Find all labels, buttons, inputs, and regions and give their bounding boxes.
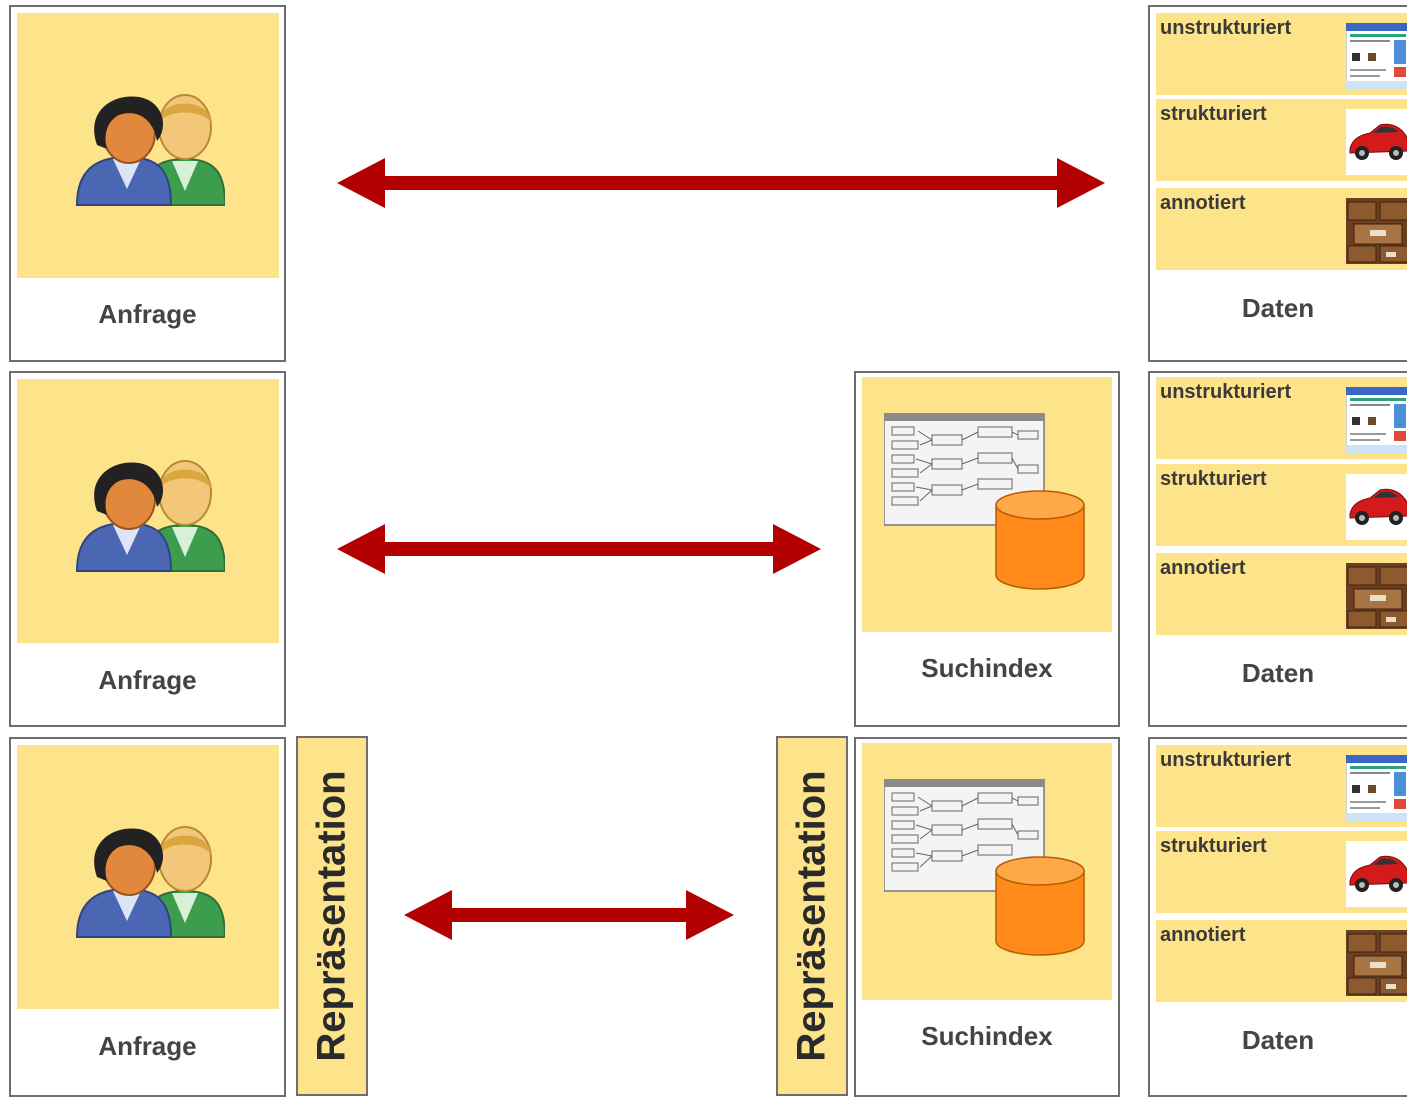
- data-kind-label: unstrukturiert: [1160, 17, 1292, 39]
- users-icon: [75, 87, 225, 207]
- data-kind-label: annotiert: [1160, 557, 1246, 579]
- query-panel: Anfrage: [9, 5, 286, 362]
- representation-bar-right: Repräsentation: [776, 736, 848, 1096]
- index-panel: Suchindex: [854, 371, 1120, 727]
- data-kind-label: unstrukturiert: [1160, 749, 1292, 771]
- car-thumbnail: [1346, 841, 1407, 907]
- data-strip-annotated: annotiert: [1156, 920, 1407, 1002]
- data-label: Daten: [1241, 293, 1315, 323]
- data-strip-unstructured: unstrukturiert: [1156, 377, 1407, 459]
- index-panel: Suchindex: [854, 737, 1120, 1097]
- data-strip-unstructured: unstrukturiert: [1156, 745, 1407, 827]
- data-strip-annotated: annotiert: [1156, 553, 1407, 635]
- filing-cabinet-thumbnail: [1346, 198, 1407, 264]
- data-label: Daten: [1241, 658, 1315, 688]
- webpage-thumbnail: [1346, 755, 1407, 821]
- representation-label: Repräsentation: [309, 770, 354, 1062]
- data-strip-structured: strukturiert: [1156, 99, 1407, 181]
- car-thumbnail: [1346, 109, 1407, 175]
- database-icon: [884, 413, 1094, 593]
- data-kind-label: strukturiert: [1160, 835, 1267, 857]
- data-kind-label: strukturiert: [1160, 468, 1267, 490]
- query-label: Anfrage: [98, 299, 197, 329]
- data-kind-label: annotiert: [1160, 192, 1246, 214]
- data-strip-structured: strukturiert: [1156, 831, 1407, 913]
- query-panel: Anfrage: [9, 371, 286, 727]
- data-strip-unstructured: unstrukturiert: [1156, 13, 1407, 95]
- data-strip-annotated: annotiert: [1156, 188, 1407, 270]
- query-label: Anfrage: [98, 665, 197, 695]
- data-label: Daten: [1241, 1025, 1315, 1055]
- double-arrow-query-to-data: [337, 158, 1105, 208]
- representation-bar-left: Repräsentation: [296, 736, 368, 1096]
- users-icon: [75, 453, 225, 573]
- filing-cabinet-thumbnail: [1346, 563, 1407, 629]
- webpage-thumbnail: [1346, 23, 1407, 89]
- double-arrow-query-to-index: [337, 524, 821, 574]
- representation-label: Repräsentation: [789, 770, 834, 1062]
- index-label: Suchindex: [921, 653, 1053, 683]
- database-icon: [884, 779, 1094, 959]
- filing-cabinet-thumbnail: [1346, 930, 1407, 996]
- webpage-thumbnail: [1346, 387, 1407, 453]
- data-kind-label: annotiert: [1160, 924, 1246, 946]
- users-icon: [75, 819, 225, 939]
- car-thumbnail: [1346, 474, 1407, 540]
- data-strip-structured: strukturiert: [1156, 464, 1407, 546]
- data-panel: unstrukturiert strukturiert annotiert Da…: [1148, 371, 1407, 727]
- double-arrow-representations: [404, 890, 734, 940]
- query-label: Anfrage: [98, 1031, 197, 1061]
- data-panel: unstrukturiert strukturiert annotiert Da…: [1148, 737, 1407, 1097]
- query-panel: Anfrage: [9, 737, 286, 1097]
- data-panel: unstrukturiert strukturiert annotiert Da…: [1148, 5, 1407, 362]
- data-kind-label: unstrukturiert: [1160, 381, 1292, 403]
- data-kind-label: strukturiert: [1160, 103, 1267, 125]
- index-label: Suchindex: [921, 1021, 1053, 1051]
